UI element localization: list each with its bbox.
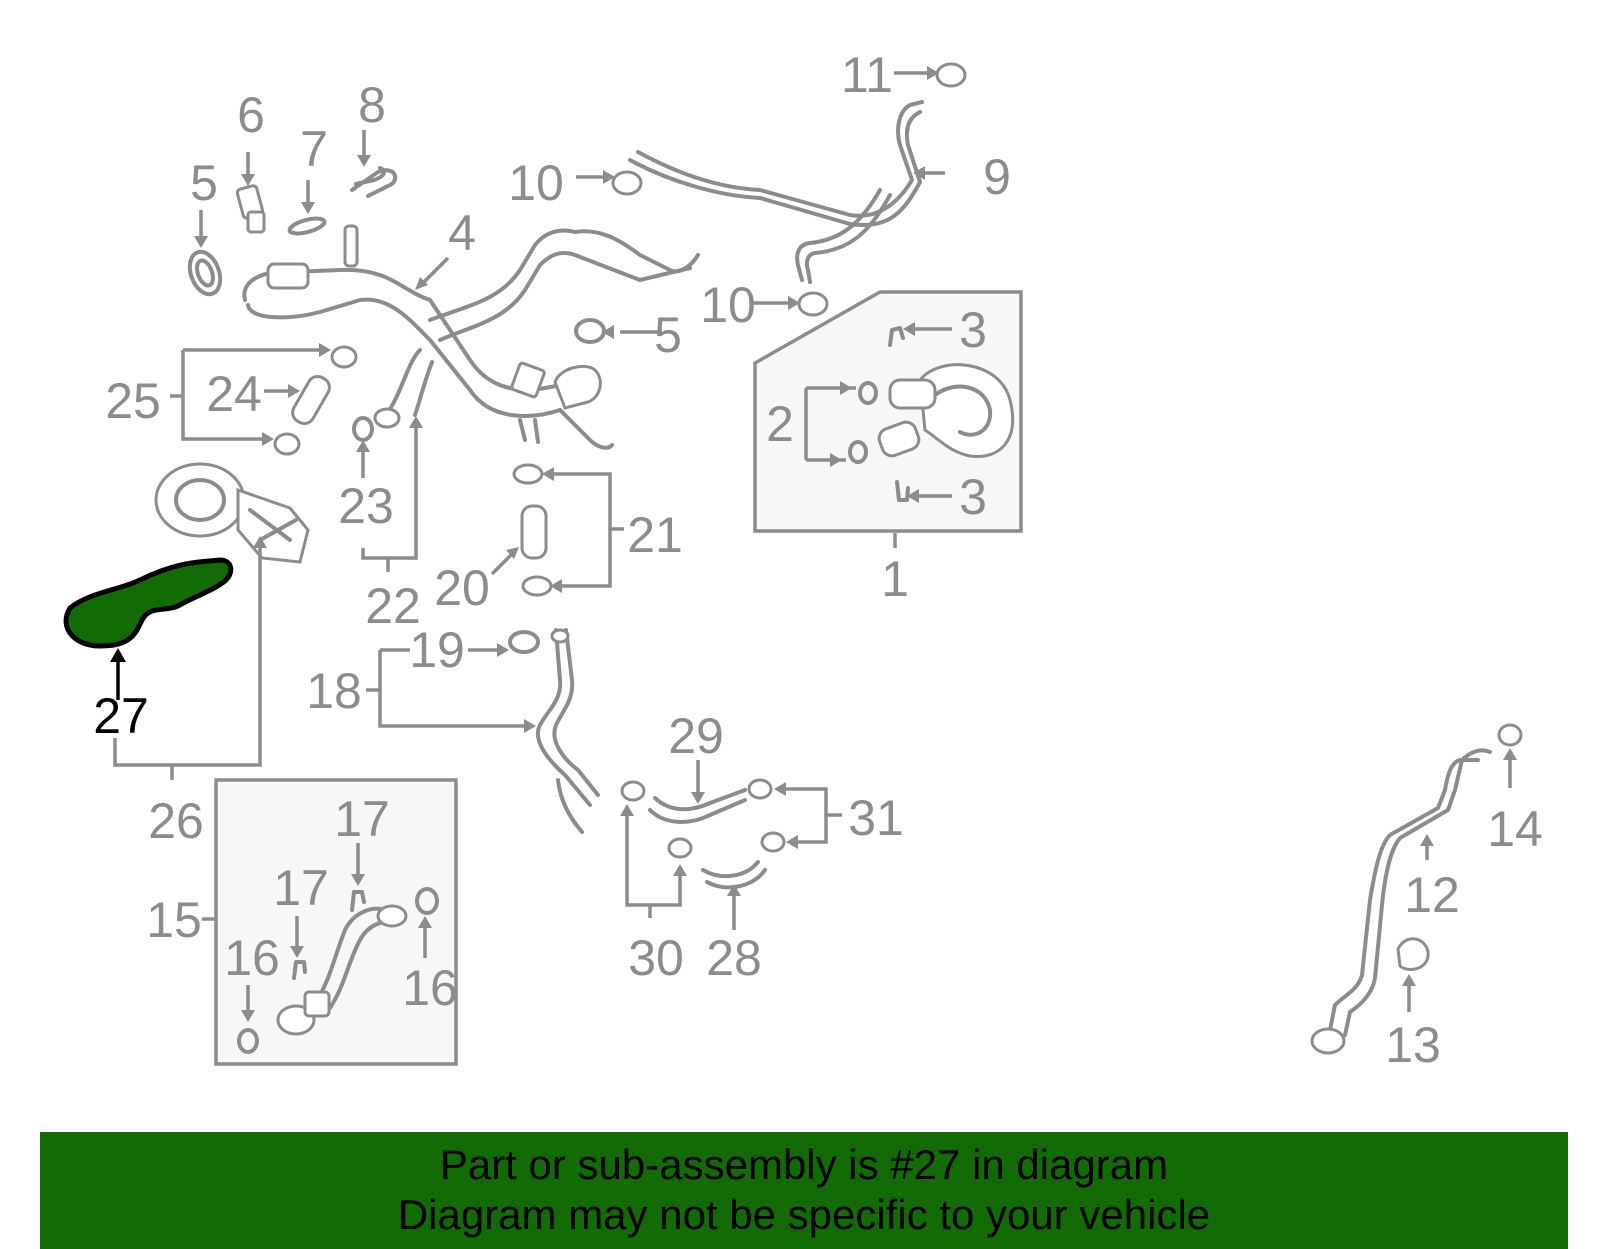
callout-1: 1 <box>881 551 909 607</box>
callout-18: 18 <box>306 663 362 719</box>
callout-7: 7 <box>300 121 328 177</box>
clamp-part-31[interactable] <box>747 778 786 853</box>
callout-31: 31 <box>848 790 904 846</box>
hose-part-15[interactable] <box>276 904 408 1036</box>
callout-16-left: 16 <box>224 930 280 986</box>
callout-23: 23 <box>338 478 394 534</box>
callout-3-bottom: 3 <box>959 469 987 525</box>
clip-part-3[interactable] <box>888 326 910 502</box>
o-ring-part-7[interactable] <box>287 216 327 237</box>
clamp-part-11[interactable] <box>935 62 967 88</box>
callout-26: 26 <box>148 793 204 849</box>
callout-5-right: 5 <box>654 307 682 363</box>
callout-24: 24 <box>206 366 262 422</box>
callout-16-right: 16 <box>402 960 458 1016</box>
banner-line-2: Diagram may not be specific to your vehi… <box>397 1191 1211 1238</box>
callout-15: 15 <box>146 892 202 948</box>
callout-10-top: 10 <box>508 155 564 211</box>
callout-8: 8 <box>358 77 386 133</box>
callout-25: 25 <box>105 373 161 429</box>
callout-2: 2 <box>766 396 794 452</box>
callout-20: 20 <box>434 560 490 616</box>
pipe-part-18[interactable] <box>535 628 600 834</box>
water-pump-housing[interactable] <box>154 462 310 564</box>
callout-9: 9 <box>983 149 1011 205</box>
o-ring-part-2[interactable] <box>848 381 878 464</box>
clip-part-17[interactable] <box>292 890 366 980</box>
callout-27: 27 <box>93 688 149 744</box>
o-ring-part-23[interactable] <box>352 416 374 442</box>
hose-part-9[interactable] <box>628 100 924 284</box>
callout-13: 13 <box>1385 1017 1441 1073</box>
o-ring-part-16[interactable] <box>237 887 439 1054</box>
leader-4 <box>418 256 450 288</box>
callout-14: 14 <box>1487 801 1543 857</box>
callout-17-top: 17 <box>334 791 390 847</box>
part-info-banner: Part or sub-assembly is #27 in diagram D… <box>40 1132 1568 1249</box>
callout-4: 4 <box>448 205 476 261</box>
hose-part-20[interactable] <box>520 504 548 560</box>
subassembly-box-1 <box>753 290 1023 533</box>
callout-17-left: 17 <box>273 860 329 916</box>
callout-30: 30 <box>628 930 684 986</box>
gasket-part-27-highlighted[interactable] <box>63 557 234 649</box>
clamp-part-30[interactable] <box>620 780 693 859</box>
callout-6: 6 <box>237 87 265 143</box>
clamp-part-14[interactable] <box>1497 723 1523 747</box>
hose-part-24[interactable] <box>289 373 333 427</box>
callout-29: 29 <box>668 708 724 764</box>
callout-10-bottom: 10 <box>700 277 756 333</box>
callout-12: 12 <box>1404 867 1460 923</box>
callout-22: 22 <box>365 578 421 634</box>
pipe-part-12[interactable] <box>1310 748 1492 1055</box>
callout-19: 19 <box>409 622 465 678</box>
hose-part-28[interactable] <box>701 860 760 879</box>
callout-21: 21 <box>627 507 683 563</box>
callout-3-top: 3 <box>959 302 987 358</box>
sensor-part-6[interactable] <box>235 184 266 234</box>
callout-11: 11 <box>841 47 893 103</box>
callout-28: 28 <box>706 930 762 986</box>
hose-part-29[interactable] <box>648 798 747 824</box>
clamp-part-21[interactable] <box>512 463 553 597</box>
o-ring-part-19[interactable] <box>508 630 540 654</box>
clip-part-8[interactable] <box>350 166 398 198</box>
subassembly-box-15 <box>214 778 458 1066</box>
clamp-part-10[interactable] <box>611 170 829 317</box>
callout-5-left: 5 <box>190 155 218 211</box>
coolant-pipe-part-4[interactable] <box>242 224 700 450</box>
clamp-part-13[interactable] <box>1396 937 1430 971</box>
clamp-part-25[interactable] <box>273 345 358 456</box>
thermostat-housing-part-1[interactable] <box>876 363 1015 459</box>
banner-line-1: Part or sub-assembly is #27 in diagram <box>439 1141 1169 1188</box>
